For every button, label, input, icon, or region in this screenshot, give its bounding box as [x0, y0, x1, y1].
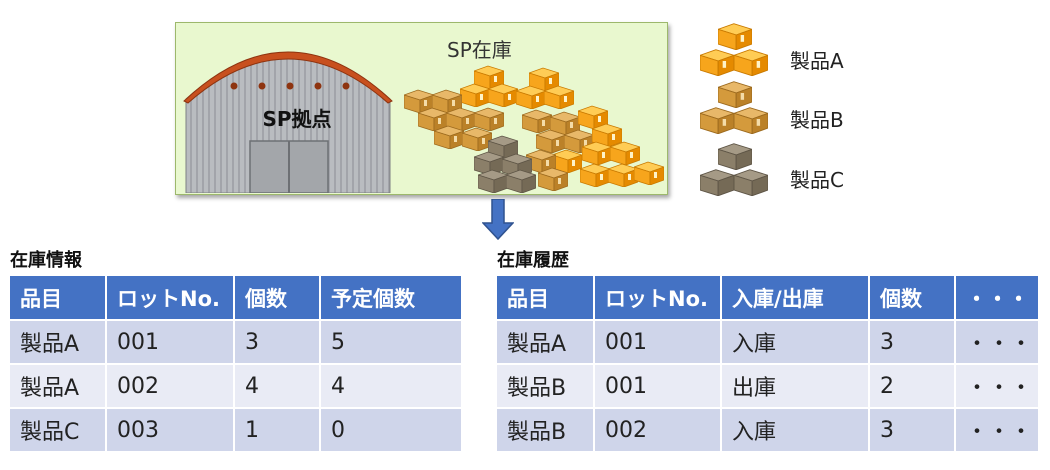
cell-lot: 001	[106, 320, 235, 365]
product-a-box-icon	[700, 23, 768, 76]
table-row[interactable]: 製品A 002 4 4	[10, 364, 463, 409]
cell-item: 製品B	[497, 408, 595, 453]
legend-label-product-a: 製品A	[790, 49, 844, 73]
table-row[interactable]: 製品A 001 入庫 3 ・・・	[497, 320, 1040, 365]
cell-in-out: 入庫	[721, 320, 870, 365]
cell-qty: 3	[869, 408, 956, 453]
cell-in-out: 入庫	[721, 408, 870, 453]
column-header-planned-qty[interactable]: 予定個数	[320, 276, 463, 321]
warehouse-label: SP拠点	[262, 107, 332, 131]
stock-history-table: 品目 ロットNo. 入庫/出庫 個数 ・・・ 製品A 001 入庫 3 ・・・ …	[497, 276, 1040, 453]
column-header-qty[interactable]: 個数	[234, 276, 321, 321]
stock-history-title: 在庫履歴	[497, 250, 569, 271]
cell-planned-qty: 5	[320, 320, 463, 365]
column-header-in-out[interactable]: 入庫/出庫	[721, 276, 870, 321]
cell-more: ・・・	[955, 408, 1040, 453]
product-c-box-icon	[700, 143, 768, 196]
cell-in-out: 出庫	[721, 364, 870, 409]
cell-more: ・・・	[955, 320, 1040, 365]
stock-info-title: 在庫情報	[10, 250, 82, 271]
cell-lot: 001	[594, 364, 722, 409]
column-header-qty[interactable]: 個数	[869, 276, 956, 321]
cell-planned-qty: 4	[320, 364, 463, 409]
table-row[interactable]: 製品B 002 入庫 3 ・・・	[497, 408, 1040, 453]
sp-stock-label: SP在庫	[447, 38, 512, 62]
down-arrow-icon	[482, 199, 514, 241]
cell-item: 製品C	[10, 408, 107, 453]
cell-item: 製品B	[497, 364, 595, 409]
column-header-item[interactable]: 品目	[497, 276, 595, 321]
column-header-lot[interactable]: ロットNo.	[106, 276, 235, 321]
stock-info-table: 品目 ロットNo. 個数 予定個数 製品A 001 3 5 製品A 002 4 …	[10, 276, 463, 453]
stock-pile-icon	[404, 65, 664, 193]
cell-qty: 4	[234, 364, 321, 409]
column-header-lot[interactable]: ロットNo.	[594, 276, 722, 321]
column-header-item[interactable]: 品目	[10, 276, 107, 321]
cell-qty: 2	[869, 364, 956, 409]
cell-lot: 003	[106, 408, 235, 453]
product-b-box-icon	[700, 81, 768, 134]
cell-item: 製品A	[497, 320, 595, 365]
cell-lot: 002	[106, 364, 235, 409]
legend-label-product-c: 製品C	[790, 168, 844, 192]
warehouse-icon	[183, 51, 393, 193]
table-row[interactable]: 製品B 001 出庫 2 ・・・	[497, 364, 1040, 409]
cell-lot: 001	[594, 320, 722, 365]
cell-qty: 3	[869, 320, 956, 365]
cell-qty: 1	[234, 408, 321, 453]
cell-lot: 002	[594, 408, 722, 453]
cell-more: ・・・	[955, 364, 1040, 409]
cell-planned-qty: 0	[320, 408, 463, 453]
table-row[interactable]: 製品A 001 3 5	[10, 320, 463, 365]
cell-qty: 3	[234, 320, 321, 365]
table-row[interactable]: 製品C 003 1 0	[10, 408, 463, 453]
column-header-more[interactable]: ・・・	[955, 276, 1040, 321]
table-header-row: 品目 ロットNo. 個数 予定個数	[10, 276, 463, 321]
cell-item: 製品A	[10, 320, 107, 365]
cell-item: 製品A	[10, 364, 107, 409]
table-header-row: 品目 ロットNo. 入庫/出庫 個数 ・・・	[497, 276, 1040, 321]
sp-area-panel: SP在庫	[175, 22, 668, 195]
legend-label-product-b: 製品B	[790, 108, 844, 132]
